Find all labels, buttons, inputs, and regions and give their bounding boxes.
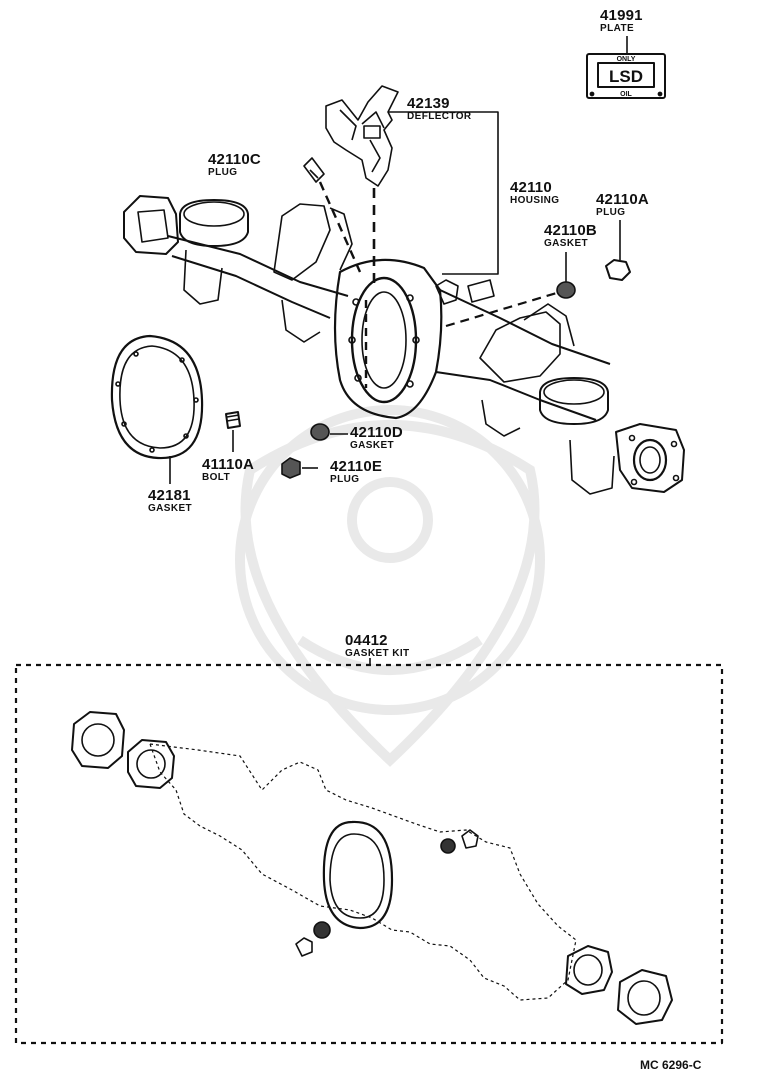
diagram-code: MC 6296-C <box>640 1058 702 1072</box>
part-name: DEFLECTOR <box>407 111 472 122</box>
part-name: PLUG <box>208 167 238 178</box>
part-name: PLATE <box>600 23 635 34</box>
svg-text:LSD: LSD <box>609 67 643 86</box>
watermark-emblem <box>235 405 545 767</box>
part-name: GASKET <box>350 440 395 451</box>
callout-42110d: 42110D GASKET <box>350 425 403 451</box>
part-number: 41991 <box>600 7 643 24</box>
callout-41991: 41991 PLATE <box>600 8 643 34</box>
gasket-42110d-icon <box>310 423 348 441</box>
cover-gasket-42181-icon <box>110 334 204 484</box>
part-number: 42110E <box>330 458 383 475</box>
part-name: GASKET <box>148 503 193 514</box>
lsd-plate-text: ONLY LSD OIL <box>609 56 643 98</box>
callout-42181: 42181 GASKET <box>148 488 192 514</box>
callout-42110e: 42110E PLUG <box>330 459 382 485</box>
callout-42110b: 42110B GASKET <box>544 223 597 249</box>
part-name: GASKET KIT <box>345 648 410 659</box>
part-name: GASKET <box>544 238 589 249</box>
callout-42110a: 42110A PLUG <box>596 192 649 218</box>
part-number: 42110D <box>350 424 403 441</box>
part-number: 42110B <box>544 222 597 239</box>
part-name: BOLT <box>202 472 231 483</box>
plug-42110e-icon <box>281 457 318 479</box>
plug-42110c-icon <box>303 157 362 273</box>
part-number: 42181 <box>148 487 191 504</box>
callout-42110: 42110 HOUSING <box>510 180 559 206</box>
part-number: 42139 <box>407 95 450 112</box>
deflector-icon <box>325 85 406 286</box>
gasket-42110b-icon <box>556 252 576 299</box>
svg-text:ONLY: ONLY <box>617 56 636 63</box>
axle-housing-icon <box>123 111 685 495</box>
part-number: 04412 <box>345 632 388 649</box>
part-number: 42110A <box>596 191 649 208</box>
svg-text:OIL: OIL <box>620 91 632 98</box>
part-name: PLUG <box>330 474 360 485</box>
callout-42110c: 42110C PLUG <box>208 152 261 178</box>
callout-42139: 42139 DEFLECTOR <box>407 96 472 122</box>
lsd-plate-icon <box>586 36 666 99</box>
plug-42110a-icon <box>605 220 631 281</box>
part-name: PLUG <box>596 207 626 218</box>
callout-04412: 04412 GASKET KIT <box>345 633 410 659</box>
part-number: 42110 <box>510 179 552 196</box>
gasket-kit-box <box>14 658 724 1045</box>
callout-41110a: 41110A BOLT <box>202 457 254 483</box>
part-number: 41110A <box>202 456 255 473</box>
part-name: HOUSING <box>510 195 560 206</box>
bolt-41110a-icon <box>225 411 241 452</box>
part-number: 42110C <box>208 151 261 168</box>
